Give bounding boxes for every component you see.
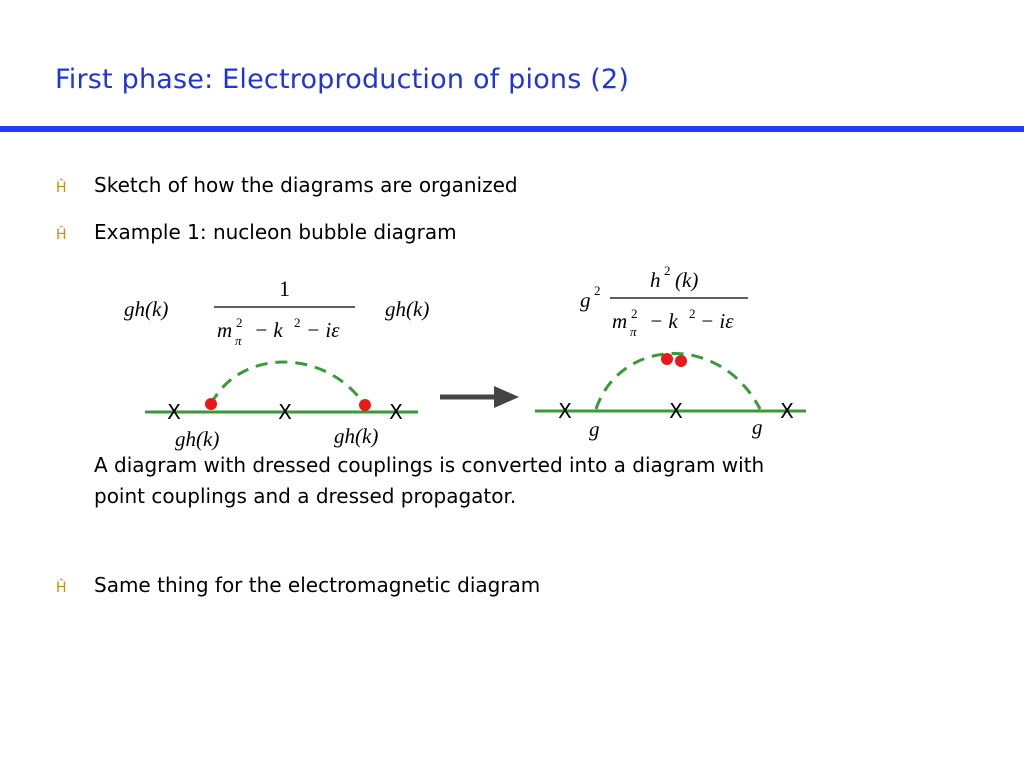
x-mark: X — [389, 400, 403, 424]
title-divider — [0, 126, 1024, 132]
left-prop-tail: − iε — [306, 318, 340, 342]
right-diagram: g 2 h 2 (k) m 2 π − k 2 − iε X X X g g — [535, 263, 806, 441]
vertex-label: g — [752, 415, 763, 439]
bullet-icon: Ĥ — [56, 227, 67, 243]
bullet-icon: Ĥ — [56, 180, 67, 196]
pion-loop — [209, 360, 366, 405]
x-mark: X — [167, 400, 181, 424]
x-mark: X — [669, 399, 683, 423]
right-prop-sq: 2 — [631, 306, 638, 321]
x-mark: X — [278, 400, 292, 424]
bullet-text: Same thing for the electromagnetic diagr… — [94, 573, 541, 597]
dressed-propagator-dot — [661, 353, 673, 365]
left-diagram: gh(k) 1 m 2 π − k 2 − iε gh(k) X X X gh(… — [124, 276, 429, 451]
right-prop-rest: − k — [649, 309, 678, 333]
transform-arrow — [440, 386, 519, 408]
right-prop-tail: − iε — [700, 309, 734, 333]
right-coupling-label: gh(k) — [385, 297, 429, 321]
vertex-label: g — [589, 417, 600, 441]
right-num-h: h — [650, 268, 661, 292]
right-prop-pi: π — [630, 324, 637, 339]
left-prop-rest: − k — [254, 318, 283, 342]
left-prop-sq2: 2 — [294, 315, 301, 330]
vertex-label: gh(k) — [175, 427, 219, 451]
left-coupling-label: gh(k) — [124, 297, 168, 321]
dressed-vertex — [205, 398, 217, 410]
left-prop-m: m — [217, 318, 232, 342]
dressed-vertex — [359, 399, 371, 411]
bullet-text: Sketch of how the diagrams are organized — [94, 173, 518, 197]
diagram-caption: A diagram with dressed couplings is conv… — [94, 450, 914, 512]
dressed-propagator-dot — [675, 355, 687, 367]
right-g: g — [580, 288, 591, 312]
bullet-item: Ĥ Same thing for the electromagnetic dia… — [56, 573, 540, 597]
arrow-head — [494, 386, 519, 408]
bullet-icon: Ĥ — [56, 580, 67, 596]
x-mark: X — [558, 399, 572, 423]
caption-line: A diagram with dressed couplings is conv… — [94, 453, 765, 477]
right-num-sq: 2 — [664, 263, 671, 278]
right-prop-sq2: 2 — [689, 306, 696, 321]
left-prop-numerator: 1 — [279, 276, 290, 301]
slide-title: First phase: Electroproduction of pions … — [55, 64, 630, 95]
right-prop-m: m — [612, 309, 627, 333]
left-prop-pi: π — [235, 333, 242, 348]
bullet-item: Ĥ Example 1: nucleon bubble diagram — [56, 220, 457, 244]
bullet-item: Ĥ Sketch of how the diagrams are organiz… — [56, 173, 518, 197]
right-g-sq: 2 — [594, 283, 601, 298]
caption-line: point couplings and a dressed propagator… — [94, 484, 517, 508]
left-prop-sq: 2 — [236, 315, 243, 330]
right-num-k: (k) — [675, 268, 698, 292]
x-mark: X — [780, 399, 794, 423]
vertex-label: gh(k) — [334, 424, 378, 448]
bullet-text: Example 1: nucleon bubble diagram — [94, 220, 457, 244]
pion-loop — [594, 352, 762, 410]
